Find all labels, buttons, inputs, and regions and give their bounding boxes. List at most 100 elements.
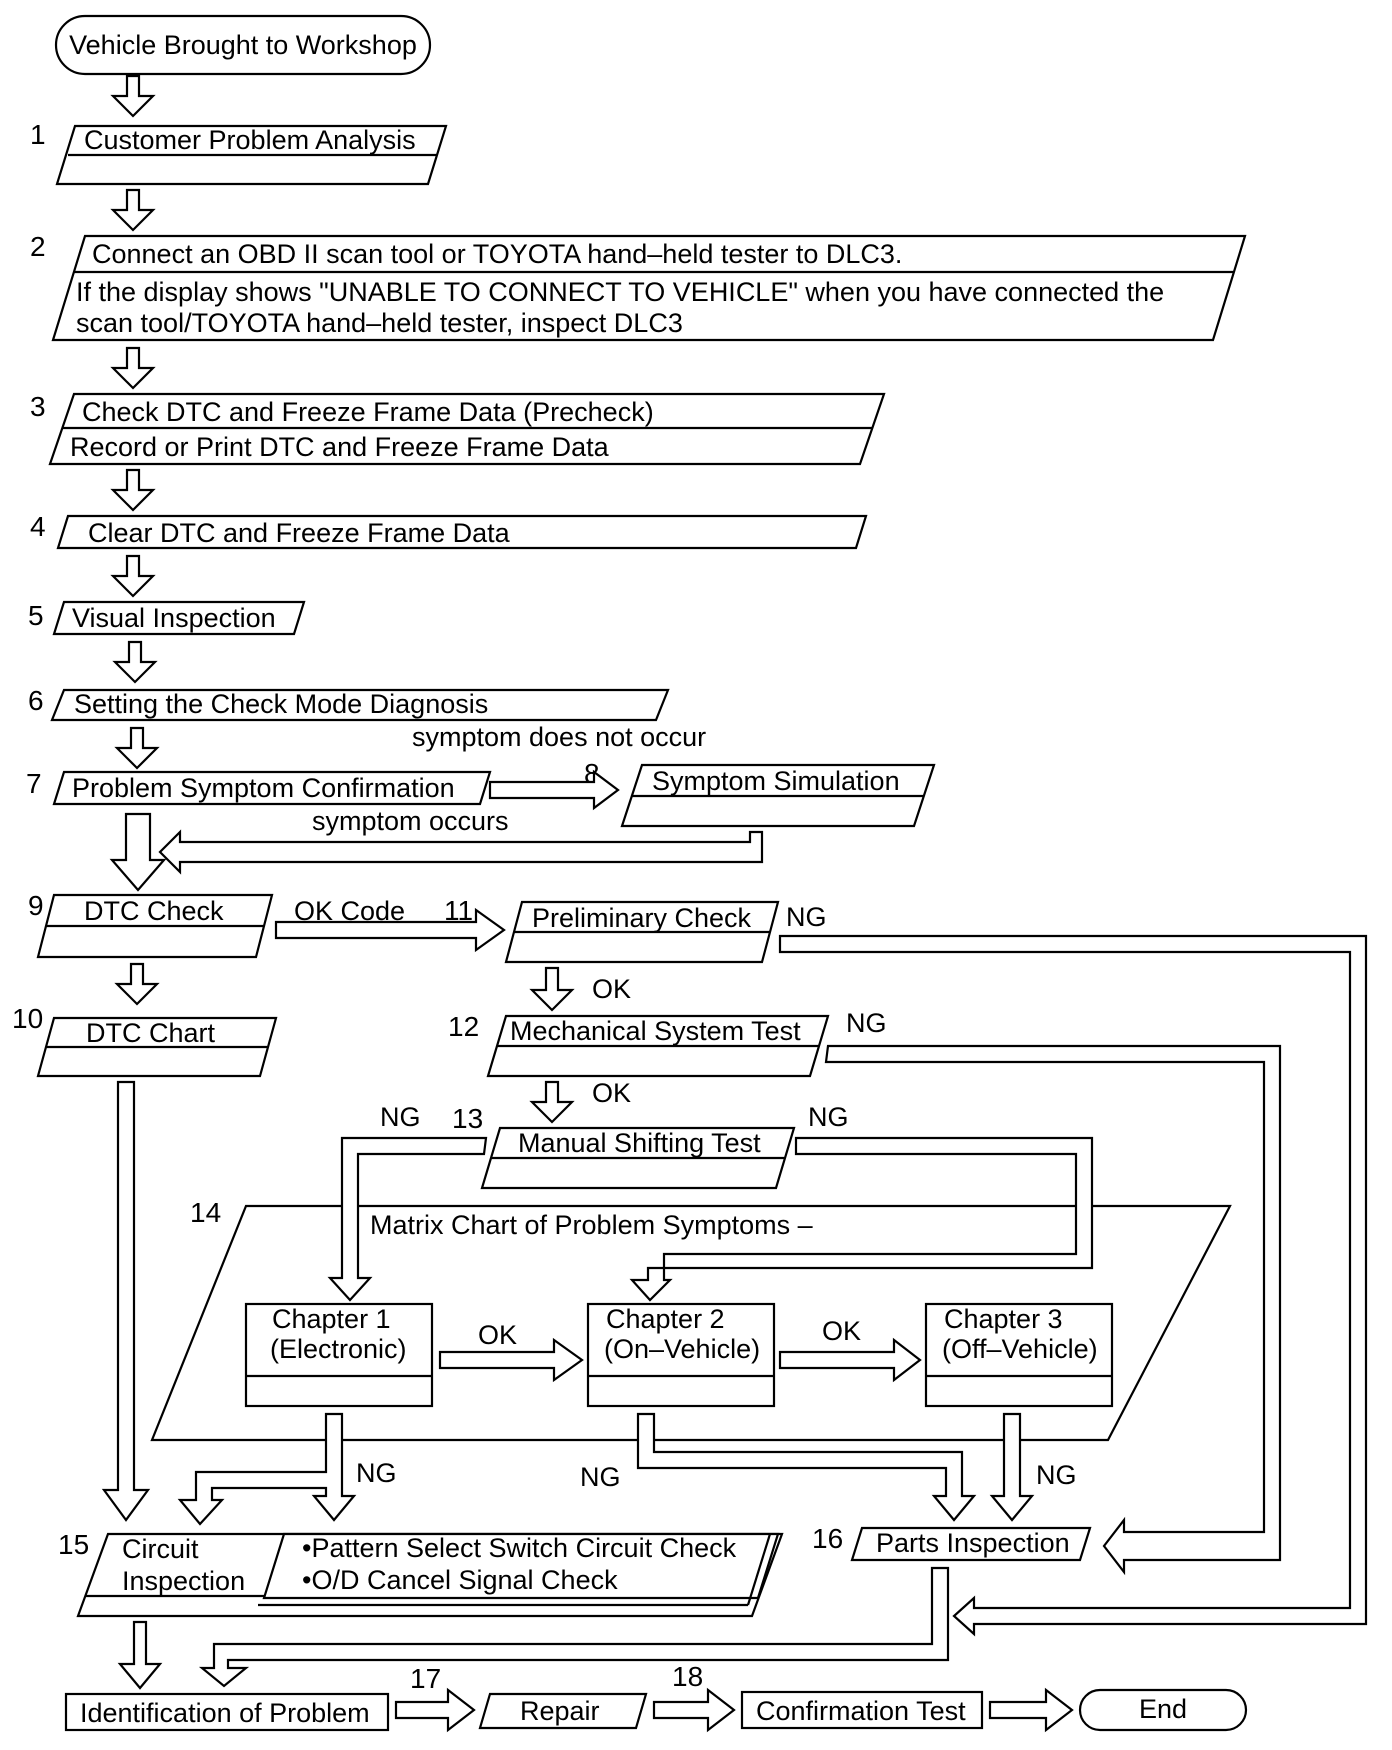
step-7-number: 7 [26, 768, 42, 799]
step-4-clear-dtc: 4 Clear DTC and Freeze Frame Data [30, 511, 868, 550]
step-5-number: 5 [28, 600, 44, 631]
down-arrow-start-to-1 [110, 74, 156, 118]
chapter-2-line1: Chapter 2 [606, 1304, 725, 1334]
step-8-symptom-simulation: 8 Symptom Simulation [584, 758, 936, 828]
right-arrow-7-to-8 [488, 769, 620, 811]
chapter-2-ok-label: OK [822, 1316, 861, 1346]
step-15-number: 15 [58, 1529, 89, 1560]
step-2-connect-scan-tool: 2 Connect an OBD II scan tool or TOYOTA … [30, 231, 1247, 342]
step-1-customer-problem-analysis: 1 Customer Problem Analysis [30, 119, 448, 186]
step-11-label: Preliminary Check [532, 903, 752, 933]
step-4-label: Clear DTC and Freeze Frame Data [88, 518, 511, 548]
step-2-number: 2 [30, 231, 46, 262]
down-arrow-6-to-7 [114, 726, 160, 770]
step-6-label: Setting the Check Mode Diagnosis [74, 689, 488, 719]
step-11-ok-label: OK [592, 974, 631, 1004]
step-17-number: 17 [410, 1663, 441, 1694]
step-17-repair: 17 Repair [410, 1663, 648, 1730]
right-arrow-identification-to-repair [394, 1687, 476, 1733]
identification-label: Identification of Problem [80, 1698, 370, 1728]
step-3-line1: Check DTC and Freeze Frame Data (Prechec… [82, 397, 654, 427]
step-11-number: 11 [444, 895, 473, 926]
down-arrow-3-to-4 [110, 468, 156, 512]
down-arrow-1-to-2 [110, 188, 156, 232]
step-7-problem-symptom-confirmation: 7 Problem Symptom Confirmation [26, 768, 492, 806]
step-11-preliminary-check: 11 Preliminary Check [444, 895, 780, 964]
step-14-number: 14 [190, 1197, 221, 1228]
chapter-3-line2: (Off–Vehicle) [942, 1334, 1098, 1364]
step-9-label: DTC Check [84, 896, 224, 926]
down-arrow-11-to-12 [529, 966, 575, 1012]
return-arrow-8-to-main [158, 829, 764, 875]
down-arrow-4-to-5 [110, 554, 156, 598]
step-15-check-1: •Pattern Select Switch Circuit Check [302, 1533, 737, 1563]
chapter-2-on-vehicle: Chapter 2 (On–Vehicle) [586, 1302, 776, 1408]
ng-route-13-to-chapter-2 [629, 1136, 1094, 1302]
ng-route-11-to-16 [778, 934, 1368, 1637]
right-arrow-confirmation-to-end [988, 1687, 1074, 1733]
step-9-dtc-check: 9 DTC Check [28, 890, 274, 959]
step-13-ng-left-label: NG [380, 1102, 421, 1132]
ng-route-chapter-3-to-16 [989, 1412, 1035, 1522]
step-13-ng-right-label: NG [808, 1102, 849, 1132]
right-arrow-chapter-1-to-2 [438, 1337, 584, 1383]
step-14-label: Matrix Chart of Problem Symptoms – [370, 1210, 813, 1240]
chapter-3-off-vehicle: Chapter 3 (Off–Vehicle) [924, 1302, 1114, 1408]
ng-route-12-to-16 [824, 1044, 1282, 1576]
step-4-number: 4 [30, 511, 46, 542]
ng-route-13-to-chapter-1 [327, 1136, 488, 1302]
step-10-label: DTC Chart [86, 1018, 216, 1048]
right-arrow-9-to-11 [274, 907, 506, 953]
step-13-number: 13 [452, 1103, 483, 1134]
step-12-label: Mechanical System Test [510, 1016, 801, 1046]
start-label: Vehicle Brought to Workshop [69, 30, 417, 60]
down-arrow-12-to-13 [529, 1080, 575, 1124]
chapter-1-ng-label: NG [356, 1458, 397, 1488]
chapter-1-ok-label: OK [478, 1320, 517, 1350]
down-arrow-5-to-6 [112, 640, 158, 684]
step-16-number: 16 [812, 1523, 843, 1554]
down-arrow-15-to-identification [117, 1620, 163, 1690]
step-10-number: 10 [12, 1003, 43, 1034]
down-arrow-9-to-10 [114, 962, 160, 1006]
step-18-number: 18 [672, 1661, 703, 1692]
step-15-check-2: •O/D Cancel Signal Check [302, 1565, 618, 1595]
ng-route-chapter-2-to-16 [636, 1412, 977, 1522]
identification-of-problem: Identification of Problem [64, 1692, 390, 1732]
end-label: End [1139, 1694, 1187, 1724]
step-2-line2: If the display shows "UNABLE TO CONNECT … [76, 277, 1164, 307]
chapter-1-line2: (Electronic) [270, 1334, 407, 1364]
symptom-not-occur-label: symptom does not occur [412, 722, 706, 752]
chapter-3-ng-label: NG [1036, 1460, 1077, 1490]
step-1-number: 1 [30, 119, 46, 150]
step-12-number: 12 [448, 1011, 479, 1042]
step-2-line3: scan tool/TOYOTA hand–held tester, inspe… [76, 308, 683, 338]
step-7-label: Problem Symptom Confirmation [72, 773, 455, 803]
right-arrow-repair-to-confirmation [652, 1687, 736, 1733]
step-13-manual-shifting-test: 13 Manual Shifting Test [452, 1103, 796, 1190]
step-1-label: Customer Problem Analysis [84, 125, 416, 155]
symptom-occurs-label: symptom occurs [312, 806, 509, 836]
step-5-visual-inspection: 5 Visual Inspection [28, 600, 306, 636]
step-6-number: 6 [28, 685, 44, 716]
step-15-line2: Inspection [122, 1566, 245, 1596]
flow-connectors [101, 74, 1368, 1733]
step-17-label: Repair [520, 1696, 600, 1726]
step-10-dtc-chart: 10 DTC Chart [12, 1003, 278, 1078]
step-15-circuit-inspection: 15 Circuit Inspection •Pattern Select Sw… [58, 1529, 784, 1618]
step-16-parts-inspection: 16 Parts Inspection [812, 1523, 1092, 1562]
step-2-line1: Connect an OBD II scan tool or TOYOTA ha… [92, 239, 902, 269]
chapter-1-electronic: Chapter 1 (Electronic) [244, 1302, 434, 1408]
step-11-ng-label: NG [786, 902, 827, 932]
step-12-mechanical-system-test: 12 Mechanical System Test [448, 1011, 830, 1078]
step-16-label: Parts Inspection [876, 1528, 1070, 1558]
chapter-3-line1: Chapter 3 [944, 1304, 1063, 1334]
step-3-line2: Record or Print DTC and Freeze Frame Dat… [70, 432, 610, 462]
step-15-line1: Circuit [122, 1534, 199, 1564]
step-5-label: Visual Inspection [72, 603, 276, 633]
step-12-ng-label: NG [846, 1008, 887, 1038]
step-6-check-mode-diagnosis: 6 Setting the Check Mode Diagnosis [28, 685, 670, 722]
down-arrow-2-to-3 [110, 346, 156, 390]
step-13-label: Manual Shifting Test [518, 1128, 761, 1158]
